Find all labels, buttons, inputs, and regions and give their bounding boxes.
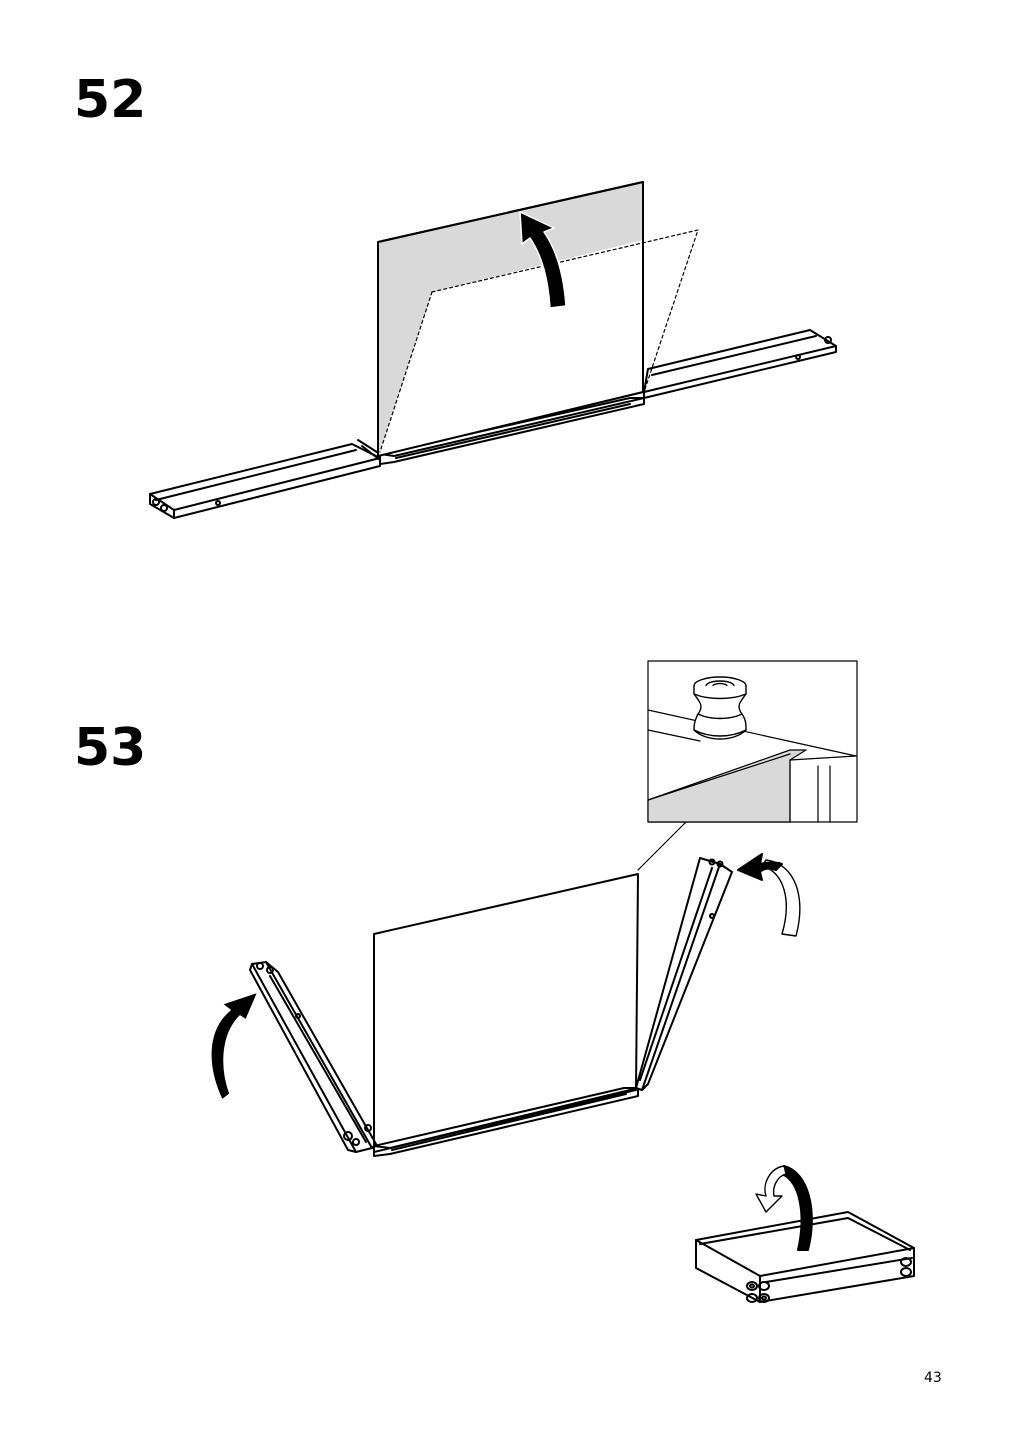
curved-arrow-left-icon — [737, 853, 801, 937]
left-side-rail — [249, 961, 377, 1153]
panel-previous-position-area — [378, 240, 643, 456]
back-panel — [373, 873, 639, 1153]
right-rail — [643, 329, 837, 399]
page-number: 43 — [924, 1370, 942, 1386]
left-rail — [149, 443, 381, 519]
curved-arrow-up-icon — [210, 991, 259, 1101]
center-bottom-rail — [357, 397, 645, 465]
step-52-illustration — [149, 181, 837, 519]
panel-dashed-outline — [379, 229, 699, 453]
step-number: 52 — [74, 70, 147, 130]
step-number: 53 — [74, 718, 147, 778]
curved-arrow-up-icon — [519, 211, 567, 309]
detail-callout — [637, 660, 858, 871]
step-53-illustration — [210, 660, 915, 1303]
right-side-rail — [635, 857, 733, 1091]
flip-over-arrow-icon — [755, 1165, 813, 1251]
peg-detail — [693, 676, 747, 740]
